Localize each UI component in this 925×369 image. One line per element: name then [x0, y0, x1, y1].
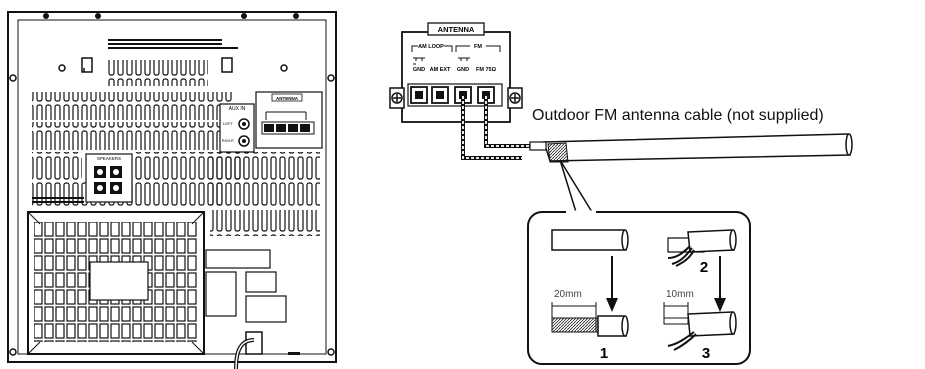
aux-label: AUX IN	[229, 106, 246, 112]
terminal-label-fm75: FM 75Ω	[476, 67, 497, 73]
step-2-number: 2	[700, 259, 708, 276]
mounting-screw-icon	[391, 92, 521, 104]
terminal-label-gnd-fm: GND	[457, 67, 469, 73]
outdoor-fm-antenna-cable	[529, 133, 853, 163]
step-1-number: 1	[600, 345, 608, 362]
aux-right-label: RIGHT	[222, 138, 235, 143]
step-2-fold-braid: 2	[667, 229, 737, 312]
step-3-strip-core: 10mm 3	[663, 289, 737, 362]
speakers-label: SPEAKERS	[97, 156, 121, 161]
cable-prep-detail: 20mm 1 2 10mm 3	[527, 159, 751, 365]
measure-10mm: 10mm	[666, 289, 694, 300]
rear-antenna-terminal: ANTENNA	[255, 91, 323, 149]
ground-icon	[413, 57, 470, 65]
aux-left-label: LEFT	[223, 121, 233, 126]
antenna-wires	[461, 96, 536, 160]
cable-label: Outdoor FM antenna cable (not supplied)	[532, 107, 824, 124]
power-cord	[234, 331, 263, 369]
rear-panel: AUX IN LEFT RIGHT ANTENNA SPEAKERS	[7, 11, 337, 369]
fm-label: FM	[474, 44, 482, 50]
aux-in-jacks: AUX IN LEFT RIGHT	[219, 103, 255, 153]
terminal-clips	[407, 83, 503, 107]
measure-20mm: 20mm	[554, 289, 582, 300]
step-1-strip-cable: 20mm 1	[551, 229, 629, 362]
lower-vent-grille	[27, 211, 205, 355]
am-loop-label: AM LOOP	[418, 44, 444, 50]
rear-antenna-label: ANTENNA	[276, 96, 299, 101]
step-3-number: 3	[702, 345, 710, 362]
antenna-terminal-panel: ANTENNA AM LOOP FM GND AM EXT GND FM 75Ω	[389, 22, 523, 123]
antenna-title: ANTENNA	[438, 25, 475, 34]
warning-fine-print	[108, 39, 238, 49]
speaker-terminal: SPEAKERS	[32, 153, 133, 203]
terminal-label-am-ext: AM EXT	[430, 67, 451, 73]
terminal-label-gnd-am: GND	[413, 67, 425, 73]
screw-icon	[9, 13, 335, 356]
